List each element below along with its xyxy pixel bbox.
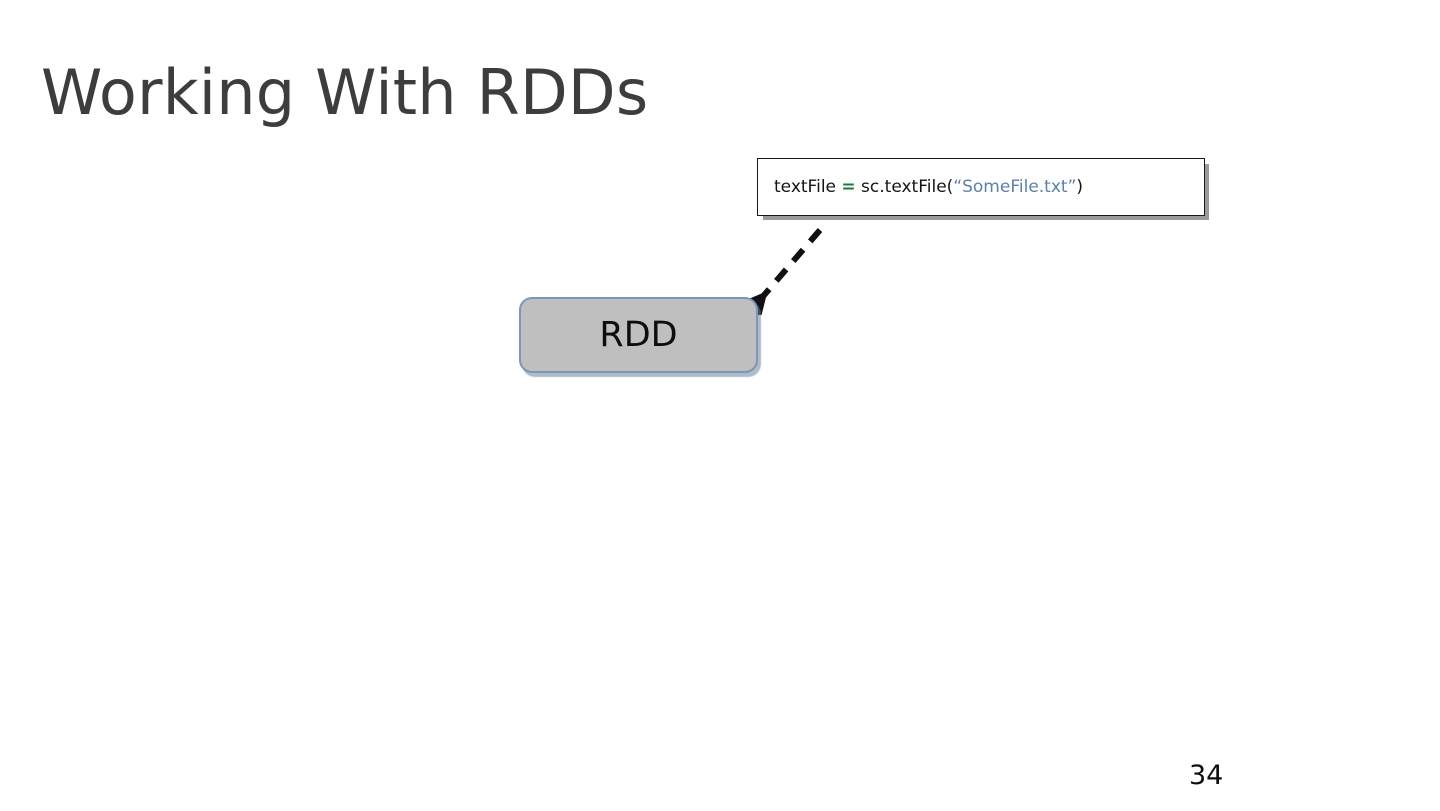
dashed-arrow-line <box>736 228 823 315</box>
code-line: textFile = sc.textFile(“SomeFile.txt”) <box>758 176 1084 197</box>
code-token-call: sc.textFile( <box>855 176 954 197</box>
code-token-string: “SomeFile.txt” <box>953 176 1077 197</box>
code-token-variable: textFile <box>774 176 836 197</box>
page-number: 34 <box>1189 760 1224 791</box>
rdd-node-label: RDD <box>599 314 678 355</box>
code-token-close-paren: ) <box>1076 176 1084 197</box>
page-title: Working With RDDs <box>41 56 649 129</box>
code-callout-box: textFile = sc.textFile(“SomeFile.txt”) <box>757 158 1205 216</box>
code-token-operator: = <box>841 176 856 197</box>
rdd-node: RDD <box>519 297 758 373</box>
